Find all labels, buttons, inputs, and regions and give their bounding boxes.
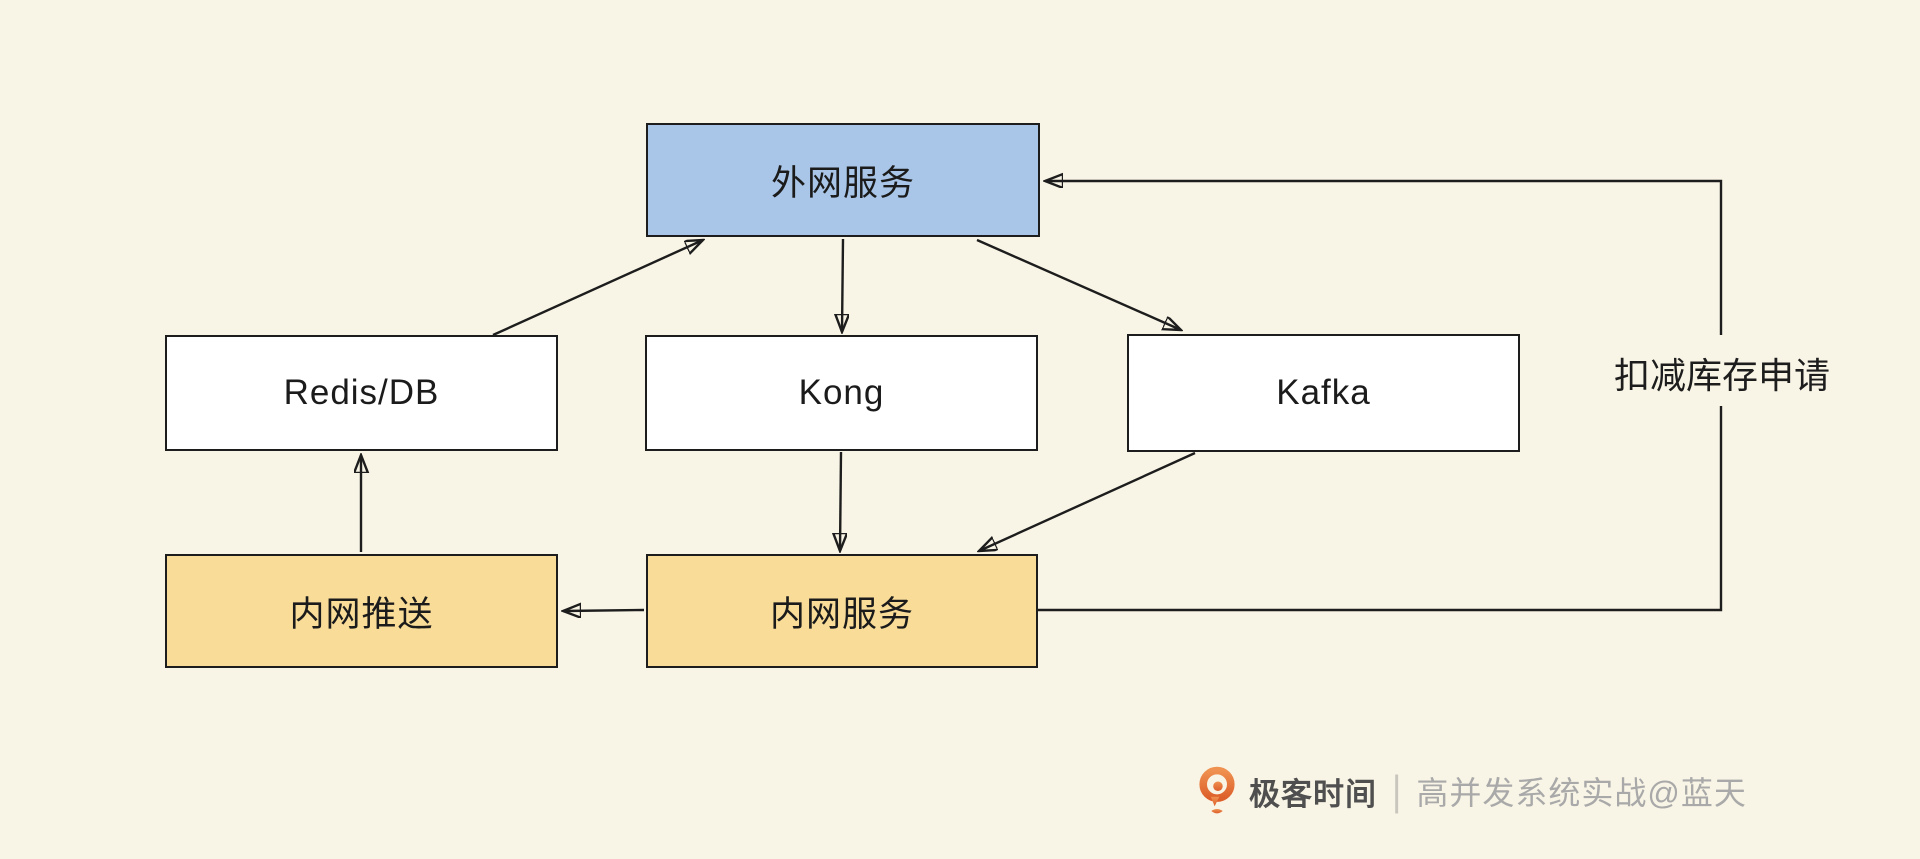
node-intranet-push: 内网推送 [165,554,558,668]
geektime-logo-icon [1199,766,1235,814]
node-intranet-push-label: 内网推送 [289,594,434,634]
node-external-service: 外网服务 [646,123,1040,237]
watermark-credit: 高并发系统实战@蓝天 [1416,775,1747,811]
edge-kafka-to-internal [979,451,1196,551]
node-redis-db: Redis/DB [165,335,558,451]
edge-internal-to-push [563,610,645,611]
edge-redis-to-external [492,240,703,337]
node-external-service-label: 外网服务 [770,163,915,203]
watermark: 极客时间 | 高并发系统实战@蓝天 [1198,763,1747,819]
edge-internal-to-external-upper [1045,181,1723,335]
node-redis-db-label: Redis/DB [283,373,440,412]
edge-external-to-kong [842,238,843,332]
edge-kong-to-internal [840,451,841,551]
watermark-brand: 极客时间 [1249,776,1377,812]
node-intranet-service: 内网服务 [646,554,1038,668]
node-kong-label: Kong [798,373,885,412]
edge-external-to-kafka [976,238,1181,330]
node-kafka: Kafka [1127,334,1520,452]
watermark-divider: | [1392,766,1402,814]
node-kong: Kong [645,335,1038,451]
node-intranet-service-label: 内网服务 [769,594,914,634]
edge-label-deduct-inventory-request: 扣减库存申请 [1613,355,1830,396]
node-kafka-label: Kafka [1276,373,1371,412]
edge-internal-to-external-lower [1038,406,1723,612]
